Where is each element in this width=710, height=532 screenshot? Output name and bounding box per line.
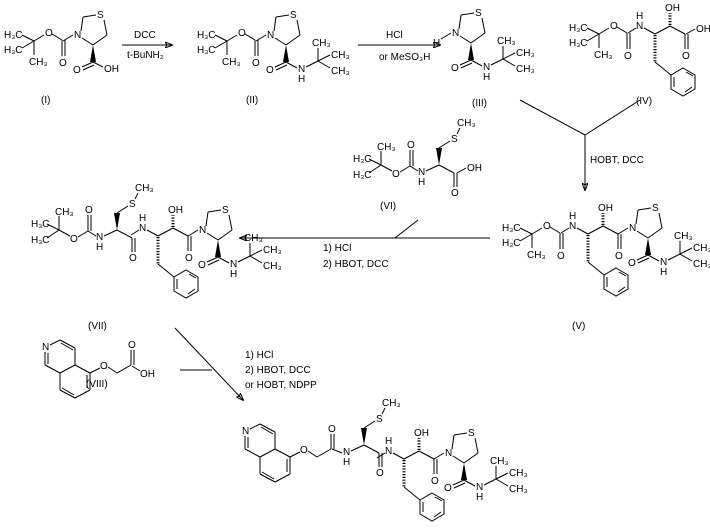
atom-oh: OH bbox=[140, 369, 155, 380]
atom-h3c: H₃C bbox=[502, 223, 521, 234]
reagent-label: 1) HCl bbox=[245, 350, 273, 361]
boc-group: O O H₃C H₃C CH₃ bbox=[502, 221, 565, 262]
boc-group bbox=[568, 20, 633, 63]
reaction-arrow-step4: 1) HCl 2) HBOT, DCC bbox=[240, 219, 490, 270]
atom-ch3: CH₃ bbox=[674, 231, 693, 242]
atom-ch3: CH₃ bbox=[693, 243, 710, 254]
compound-iii: H (III) bbox=[433, 7, 536, 109]
atom-ch3: CH₃ bbox=[527, 250, 546, 261]
compound-label-iii: (III) bbox=[472, 98, 487, 109]
tert-butylamide bbox=[463, 455, 529, 504]
compound-viii: OH (VIII) bbox=[41, 339, 155, 399]
atom-ch3: CH₃ bbox=[693, 259, 710, 270]
compound-label-ii: (II) bbox=[246, 95, 258, 106]
compound-ii: (II) bbox=[196, 9, 351, 106]
hydroxy-phenylbutanoyl bbox=[559, 201, 630, 298]
compound-iv: OH (IV) bbox=[568, 1, 710, 107]
reagent-label: 2) HBOT, DCC bbox=[245, 365, 311, 376]
hydroxy-phenylbutanoyl bbox=[129, 203, 200, 300]
final-product bbox=[241, 397, 529, 523]
reagent-label: HOBT, DCC bbox=[590, 155, 644, 166]
reagent-label: t-BuNH₂ bbox=[127, 50, 164, 61]
reagent-label: HCl bbox=[386, 30, 403, 41]
compound-label-vi: (VI) bbox=[380, 201, 396, 212]
reagent-label: 2) HBOT, DCC bbox=[323, 259, 389, 270]
compound-v: O O H₃C H₃C CH₃ N H CH₃ CH₃ CH₃ (V) bbox=[502, 201, 710, 332]
compound-vi: OH (VI) bbox=[352, 117, 482, 212]
compound-vii: (VII) bbox=[30, 182, 283, 332]
atom-h3c: H₃C bbox=[502, 238, 521, 249]
compound-label-vii: (VII) bbox=[88, 321, 107, 332]
hydroxy-phenylbutanoyl bbox=[626, 1, 697, 98]
reagent-label: or HOBT, NDPP bbox=[245, 380, 317, 391]
boc-group bbox=[196, 27, 261, 70]
atom-oh: OH bbox=[104, 64, 119, 75]
atom-o: O bbox=[543, 221, 551, 232]
isoquinoline-ring bbox=[41, 339, 91, 399]
compound-i: OH (I) bbox=[3, 9, 119, 106]
compound-label-v: (V) bbox=[572, 321, 585, 332]
compound-label-viii: (VIII) bbox=[86, 379, 108, 390]
boc-group bbox=[30, 204, 97, 247]
hydroxy-phenylbutanoyl bbox=[375, 426, 446, 523]
atom-oh: OH bbox=[467, 163, 482, 174]
compound-label-i: (I) bbox=[41, 95, 50, 106]
boc-group bbox=[3, 27, 68, 70]
compound-label-iv: (IV) bbox=[636, 96, 652, 107]
atom-o: O bbox=[557, 251, 565, 262]
tert-butylamide: N H CH₃ CH₃ CH₃ bbox=[647, 231, 710, 278]
atom-h: H bbox=[660, 267, 667, 278]
atom-oh: OH bbox=[696, 24, 710, 35]
reaction-arrow-step5: 1) HCl 2) HBOT, DCC or HOBT, NDPP bbox=[174, 327, 317, 400]
isoquinoline-ring bbox=[241, 423, 291, 483]
reaction-arrow-step1: DCC t-BuNH₂ bbox=[122, 30, 172, 61]
reaction-arrow-step3: HOBT, DCC bbox=[519, 99, 644, 190]
methionine-unit bbox=[417, 117, 477, 200]
tert-butylamide bbox=[217, 232, 283, 281]
atom-n: N bbox=[660, 257, 667, 268]
tert-butylamide bbox=[285, 37, 351, 86]
boc-group bbox=[352, 139, 419, 182]
reaction-arrow-step2: HCl or MeSO₃H bbox=[358, 30, 440, 63]
reagent-label: DCC bbox=[134, 30, 156, 41]
reagent-label: or MeSO₃H bbox=[379, 52, 430, 63]
reagent-label: 1) HCl bbox=[323, 243, 351, 254]
oxyacetyl-linker bbox=[289, 423, 337, 458]
atom-h: H bbox=[433, 38, 440, 49]
oxyacetyl-linker bbox=[89, 339, 137, 374]
tert-butylamide bbox=[470, 35, 536, 84]
